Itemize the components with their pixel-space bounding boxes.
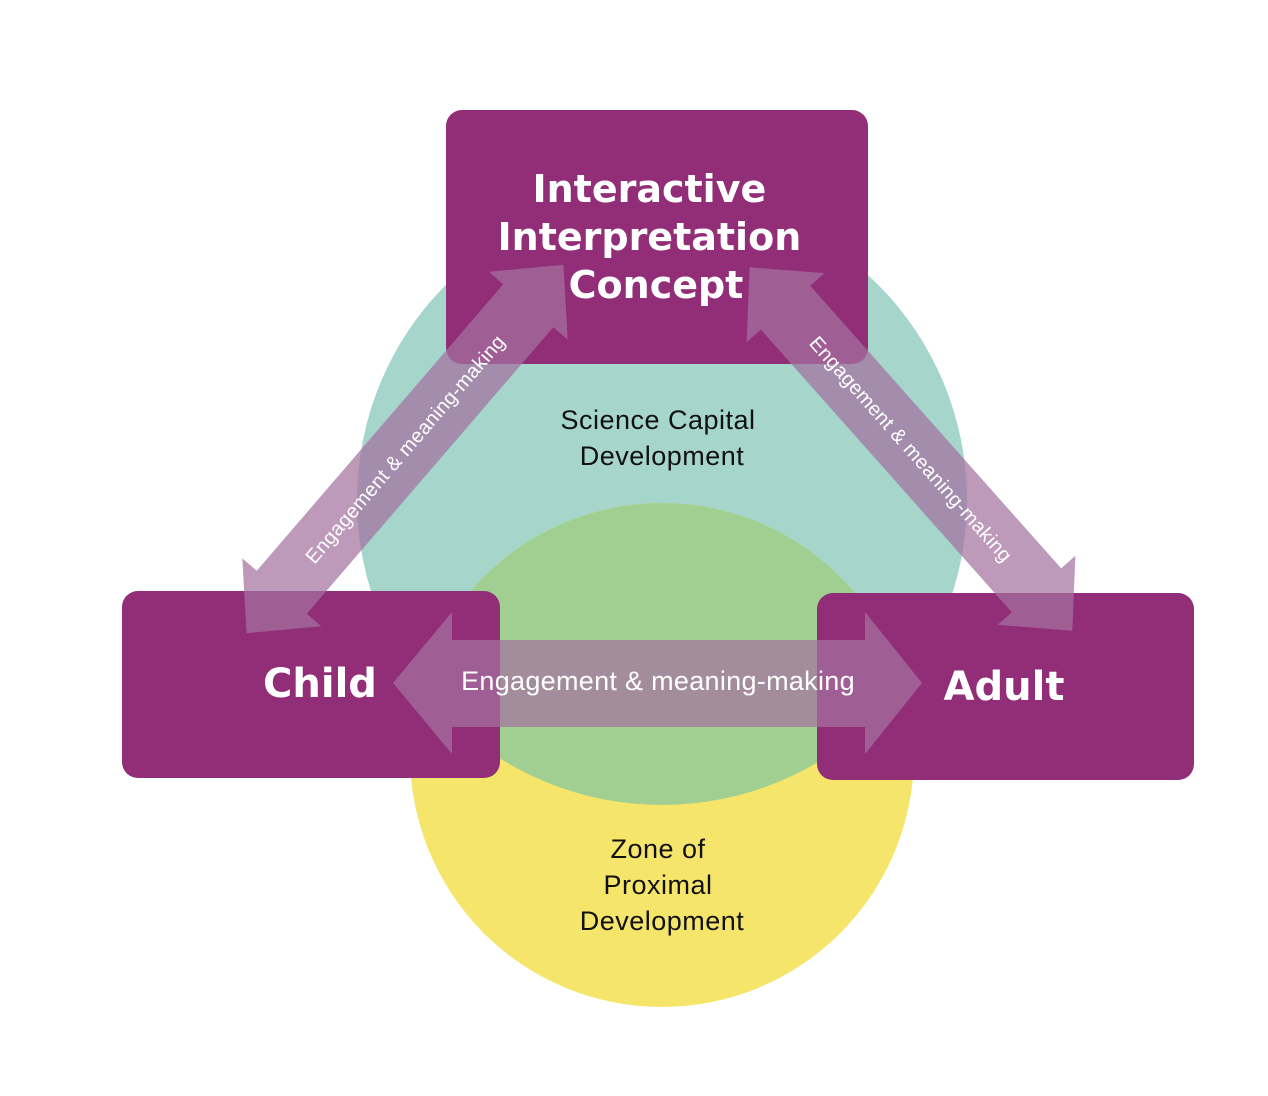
node-top-line-2: Interpretation: [498, 215, 802, 259]
science-capital-line-1: Science Capital: [560, 405, 755, 435]
node-child-label: Child: [263, 661, 377, 707]
science-capital-line-2: Development: [580, 441, 745, 471]
science-capital-label: Science Capital Development: [560, 405, 763, 471]
node-top-line-3: Concept: [569, 263, 744, 307]
zpd-line-1: Zone of: [610, 834, 705, 864]
arrow-child-adult: [393, 612, 922, 754]
zpd-label: Zone of Proximal Development: [580, 834, 745, 936]
node-top-label: Interactive Interpretation Concept: [498, 167, 815, 307]
node-child: [122, 591, 500, 778]
node-top-line-1: Interactive: [532, 167, 766, 211]
zpd-line-2: Proximal: [603, 870, 712, 900]
arrow-child-concept-shape: [242, 264, 568, 634]
arrow-child-adult-label: Engagement & meaning-making: [461, 666, 855, 696]
arrow-concept-adult-shape: [746, 267, 1076, 631]
zpd-line-3: Development: [580, 906, 745, 936]
node-adult: [817, 593, 1194, 780]
node-adult-label: Adult: [944, 664, 1065, 710]
circle-overlap: [410, 503, 914, 805]
